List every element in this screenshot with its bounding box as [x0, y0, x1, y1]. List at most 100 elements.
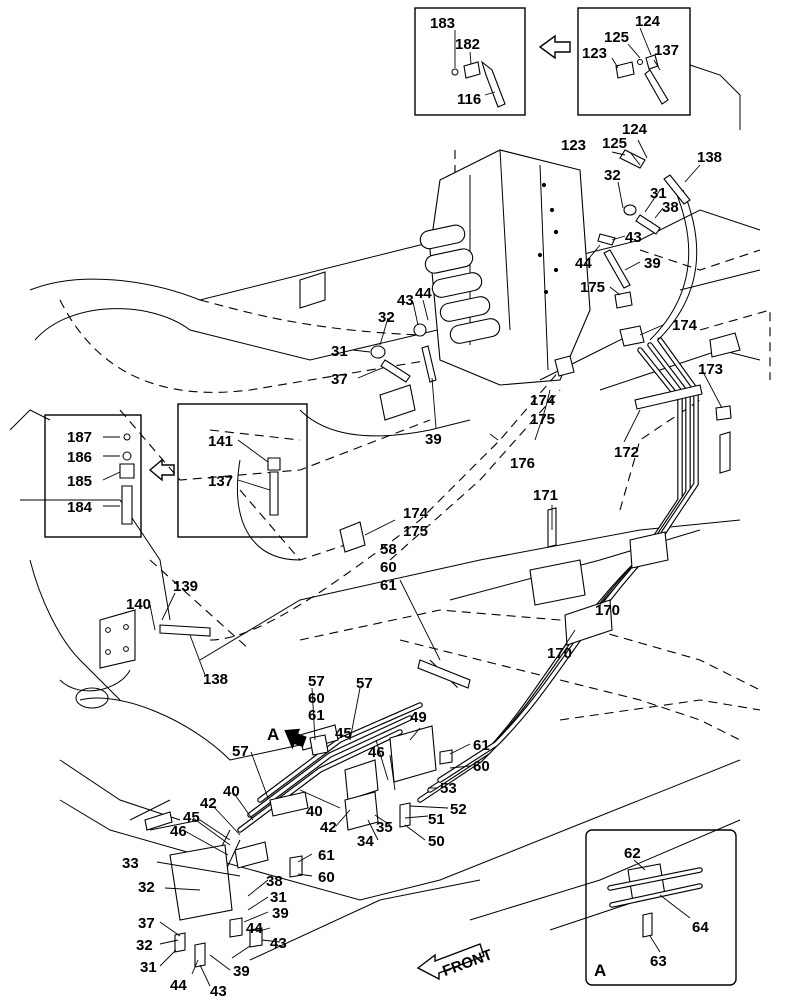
callout-52: 52 [450, 801, 467, 818]
callout-44-mid: 44 [415, 285, 432, 302]
callout-125-lower: 125 [602, 135, 627, 152]
callout-32: 32 [604, 167, 621, 184]
callout-138-left: 138 [203, 671, 228, 688]
front-arrow [416, 943, 485, 981]
callout-123: 123 [582, 45, 607, 62]
machine-frame-outline [9, 150, 771, 961]
callout-175-low: 175 [403, 523, 428, 540]
callout-57-right: 57 [356, 675, 373, 692]
detail-inset-a [585, 829, 737, 986]
callout-61-left: 61 [308, 707, 325, 724]
callout-39-lower: 39 [272, 905, 289, 922]
callout-31: 31 [650, 185, 667, 202]
callout-182: 182 [455, 36, 480, 53]
callout-39: 39 [644, 255, 661, 272]
callout-42-left: 42 [200, 795, 217, 812]
callout-labels: 183 182 116 124 125 123 137 123 125 124 … [67, 13, 723, 1000]
callout-57-left: 57 [308, 673, 325, 690]
callout-44-bottom: 44 [170, 977, 187, 994]
callout-60-right: 60 [473, 758, 490, 775]
callout-140: 140 [126, 596, 151, 613]
callout-61-lower: 61 [318, 847, 335, 864]
callout-61-right: 61 [473, 737, 490, 754]
inset-box-top-right [577, 7, 741, 130]
callout-64: 64 [692, 919, 709, 936]
inset-box-left [44, 414, 142, 538]
callout-50: 50 [428, 833, 445, 850]
callout-60-left: 60 [308, 690, 325, 707]
callout-170-lower: 170 [547, 645, 572, 662]
detail-inset-label: A [594, 961, 606, 980]
leader-lines [102, 27, 723, 987]
callout-187: 187 [67, 429, 92, 446]
valve-spools [419, 224, 501, 344]
callout-186: 186 [67, 449, 92, 466]
callout-174: 174 [672, 317, 698, 334]
callout-124-lower: 124 [622, 121, 648, 138]
callout-175: 175 [580, 279, 605, 296]
callout-44-lower: 44 [246, 920, 263, 937]
direction-arrow-left [148, 458, 175, 482]
valve-port-dots [537, 182, 559, 295]
callout-46-right: 46 [368, 744, 385, 761]
callout-44: 44 [575, 255, 592, 272]
callout-31-mid: 31 [331, 343, 348, 360]
callout-42-right: 42 [320, 819, 337, 836]
callout-43: 43 [625, 229, 642, 246]
callout-53: 53 [440, 780, 457, 797]
callout-46-left: 46 [170, 823, 187, 840]
direction-arrow-top [538, 34, 571, 60]
callout-32-mid: 32 [378, 309, 395, 326]
callout-57-lower: 57 [232, 743, 249, 760]
control-valve-assembly [419, 149, 591, 386]
callout-141: 141 [208, 433, 233, 450]
callout-174-mid: 174 [530, 392, 556, 409]
callout-32-lower: 32 [138, 879, 155, 896]
callout-31-bottom: 31 [140, 959, 157, 976]
callout-43-bottom: 43 [210, 983, 227, 1000]
callout-170-upper: 170 [595, 602, 620, 619]
callout-38: 38 [662, 199, 679, 216]
callout-39-mid: 39 [425, 431, 442, 448]
callout-124: 124 [635, 13, 661, 30]
callout-176: 176 [510, 455, 535, 472]
callout-184: 184 [67, 499, 93, 516]
callout-32-bottom: 32 [136, 937, 153, 954]
callout-43-mid: 43 [397, 292, 414, 309]
callout-138: 138 [697, 149, 722, 166]
callout-49: 49 [410, 709, 427, 726]
callout-45-right: 45 [335, 725, 352, 742]
callout-172: 172 [614, 444, 639, 461]
callout-171: 171 [533, 487, 558, 504]
callout-123-lower: 123 [561, 137, 586, 154]
callout-38-lower: 38 [266, 873, 283, 890]
callout-39-bottom: 39 [233, 963, 250, 980]
callout-185: 185 [67, 473, 92, 490]
callout-137: 137 [654, 42, 679, 59]
callout-139: 139 [173, 578, 198, 595]
callout-183: 183 [430, 15, 455, 32]
callout-63: 63 [650, 953, 667, 970]
callout-62: 62 [624, 845, 641, 862]
callout-60-lower: 60 [318, 869, 335, 886]
callout-37-lower: 37 [138, 915, 155, 932]
callout-116: 116 [457, 91, 481, 108]
callout-174-low: 174 [403, 505, 429, 522]
view-marker-arrow [284, 728, 307, 750]
callout-61: 61 [380, 577, 397, 594]
callout-40-left: 40 [223, 783, 240, 800]
inset-box-middle-left [177, 403, 308, 538]
callout-175-mid: 175 [530, 411, 555, 428]
callout-37-mid: 37 [331, 371, 348, 388]
front-label: FRONT [440, 946, 494, 980]
callout-125: 125 [604, 29, 629, 46]
inset-box-top-left [414, 7, 526, 116]
callout-40-right: 40 [306, 803, 323, 820]
callout-58: 58 [380, 541, 397, 558]
callout-45-left: 45 [183, 809, 200, 826]
callout-33: 33 [122, 855, 139, 872]
callout-34: 34 [357, 833, 374, 850]
callout-51: 51 [428, 811, 445, 828]
callout-31-lower: 31 [270, 889, 287, 906]
